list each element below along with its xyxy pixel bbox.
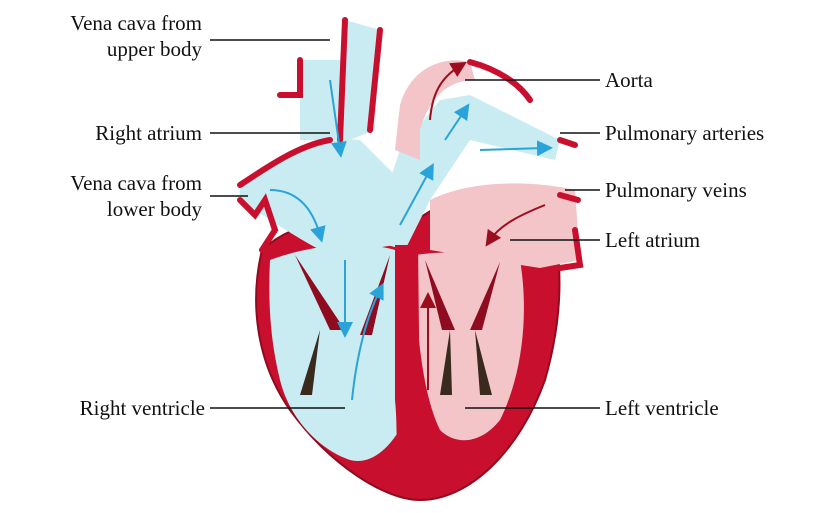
label-vena-cava-upper: Vena cava from upper body <box>0 10 202 62</box>
label-right-ventricle: Right ventricle <box>0 395 205 421</box>
label-vena-cava-upper-line2: upper body <box>0 36 202 62</box>
label-vena-cava-upper-line1: Vena cava from <box>0 10 202 36</box>
label-right-atrium: Right atrium <box>0 120 202 146</box>
label-vena-cava-lower: Vena cava from lower body <box>0 170 202 222</box>
septum <box>395 245 420 480</box>
label-pulmonary-arteries: Pulmonary arteries <box>605 120 764 146</box>
label-vena-cava-lower-line1: Vena cava from <box>0 170 202 196</box>
label-left-ventricle: Left ventricle <box>605 395 719 421</box>
label-pulmonary-veins: Pulmonary veins <box>605 177 747 203</box>
label-vena-cava-lower-line2: lower body <box>0 196 202 222</box>
label-aorta: Aorta <box>605 67 653 93</box>
label-left-atrium: Left atrium <box>605 227 700 253</box>
